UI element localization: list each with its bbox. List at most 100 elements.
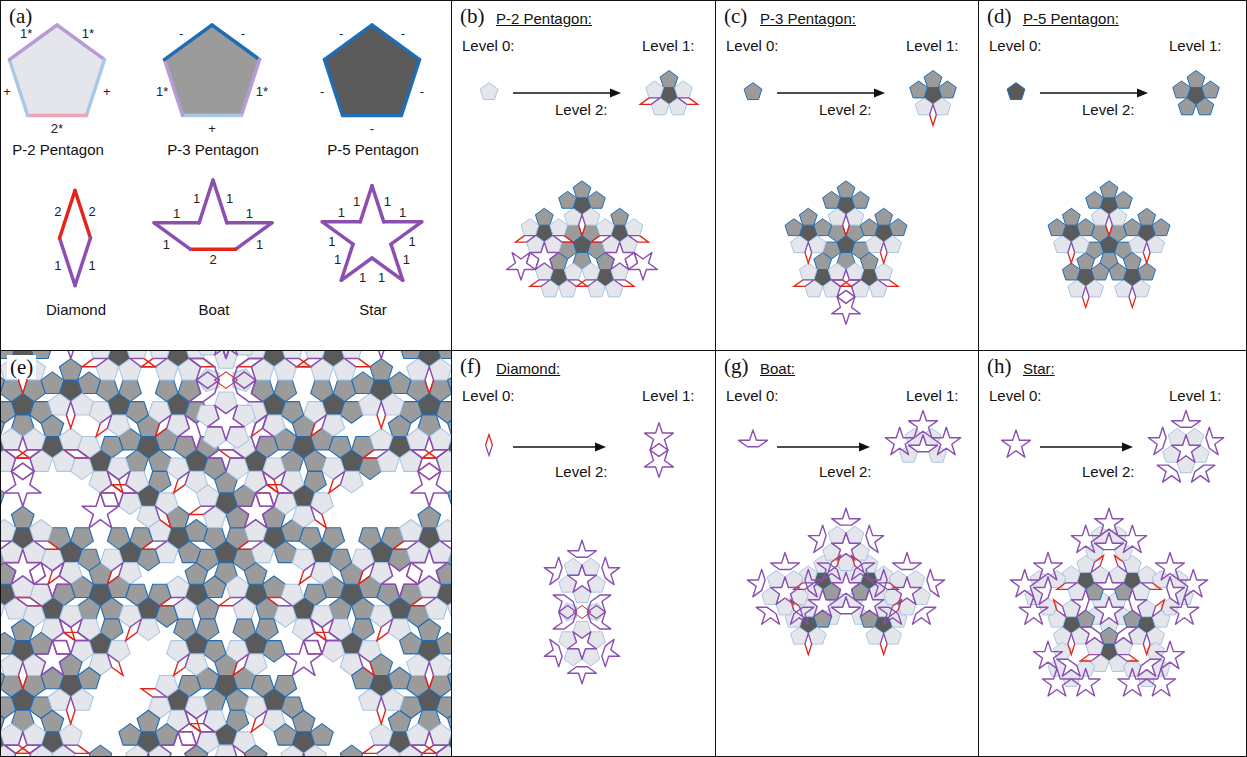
- pentagon-tile: [605, 280, 623, 297]
- legend-tiles: [9, 25, 421, 286]
- level-label: Level 1:: [906, 37, 959, 54]
- diamond-half: [27, 597, 41, 605]
- pentagon-tile: [418, 576, 441, 598]
- diamond-half: [66, 415, 75, 428]
- diamond-half: [1066, 583, 1077, 589]
- pentagon-tile: [744, 83, 762, 100]
- pentagon-tile: [148, 351, 171, 359]
- star-tile: [237, 493, 274, 528]
- pentagon-tile: [304, 745, 327, 756]
- pentagon-tile: [274, 359, 297, 381]
- diamond-half: [880, 644, 887, 654]
- diamond-half: [1129, 286, 1136, 296]
- diamond-half: [880, 242, 887, 252]
- pentagon-tile: [1077, 219, 1095, 236]
- arrow-head: [595, 443, 606, 452]
- arrow-head: [859, 443, 870, 452]
- edge-label: 1*: [20, 26, 32, 39]
- figure-panel: (g)Boat:Level 0:Level 1:Level 2:: [715, 350, 979, 757]
- diamond-half: [126, 627, 137, 640]
- diamond-half: [649, 98, 660, 104]
- figure-panel: (a)P-2 PentagonP-3 PentagonP-5 PentagonD…: [0, 0, 452, 351]
- diamond-half: [34, 541, 48, 549]
- diamond-half: [425, 380, 434, 393]
- level-tiling: [1148, 410, 1223, 482]
- star-tile: [52, 351, 89, 359]
- diamond-half: [141, 541, 155, 549]
- level-label: Level 0:: [726, 37, 779, 54]
- figure-panel: (b)P-2 Pentagon:Level 0:Level 1:Level 2:: [451, 0, 716, 351]
- edge-label: -: [179, 26, 183, 39]
- pentagon-tile: [1115, 638, 1133, 655]
- star-tile: [411, 437, 448, 472]
- diamond-half: [219, 597, 233, 605]
- boat-tile: [866, 525, 884, 552]
- boat-tile: [832, 508, 861, 525]
- pentagon-tile: [30, 520, 53, 542]
- pentagon-tile: [322, 528, 345, 550]
- pentagon-tile: [860, 219, 878, 236]
- pentagon-tile: [304, 471, 327, 493]
- boat-tile: [602, 639, 620, 666]
- boat-tile: [553, 595, 576, 612]
- diamond-half: [64, 450, 78, 458]
- pentagon-tile: [660, 71, 678, 88]
- boat-tile: [756, 607, 779, 624]
- pentagon-tile: [333, 359, 356, 381]
- edge-label: -: [320, 85, 324, 98]
- tile-body: [154, 180, 272, 249]
- boat-tile: [1157, 465, 1180, 482]
- pentagon-tile: [1100, 181, 1118, 198]
- pentagon-tile: [329, 549, 352, 571]
- diamond-half: [1156, 600, 1165, 610]
- boat-tile: [1129, 589, 1147, 616]
- pentagon-tile: [785, 219, 803, 236]
- pentagon-tile: [174, 619, 197, 641]
- pentagon-tile: [126, 402, 149, 424]
- pentagon-tile: [126, 745, 149, 756]
- edge-label: 1: [353, 194, 360, 207]
- pentagon-tile: [400, 351, 423, 359]
- diamond-half: [297, 359, 311, 367]
- diamond-half: [880, 634, 887, 644]
- diamond-half: [585, 280, 596, 286]
- diamond-half: [315, 514, 326, 527]
- star-tile: [1170, 597, 1199, 624]
- pentagon-tile: [521, 219, 539, 236]
- pentagon-tile: [541, 280, 559, 297]
- diamond-half: [1057, 606, 1066, 616]
- pentagon-tile: [1123, 219, 1141, 236]
- diamond-half: [363, 563, 374, 576]
- boat-tile: [927, 569, 945, 596]
- pentagon-tile: [910, 81, 928, 98]
- pentagon-tile: [41, 710, 64, 732]
- pentagon-tile: [352, 372, 375, 394]
- pentagon-tile: [359, 528, 382, 550]
- diamond-half: [486, 445, 493, 455]
- pentagon-tile: [377, 450, 400, 472]
- diamond-half: [160, 597, 174, 605]
- edge-label: 1: [403, 253, 410, 266]
- diamond-half: [425, 662, 434, 675]
- diamond-half: [189, 506, 203, 514]
- level-label: Level 0:: [462, 387, 515, 404]
- boat-tile: [893, 553, 922, 570]
- tile-edge: [154, 221, 199, 225]
- pentagon-tile: [805, 280, 823, 297]
- pentagon-tile: [1062, 263, 1080, 280]
- star-tile: [909, 410, 938, 437]
- pentagon-tile: [889, 219, 907, 236]
- diamond-half: [1, 541, 11, 549]
- tile-name: Diamond: [46, 301, 106, 318]
- boat-tile: [869, 569, 887, 596]
- pentagon-tile: [852, 191, 870, 208]
- diamond-half: [1080, 655, 1091, 661]
- diamond-half: [315, 627, 326, 640]
- tile-edge: [86, 60, 104, 116]
- diamond-half: [1143, 242, 1150, 252]
- diamond-half: [600, 236, 611, 242]
- edge-label: -: [370, 121, 374, 134]
- boat-tile: [251, 415, 274, 450]
- diamond-half: [539, 280, 550, 286]
- diamond-half: [1106, 215, 1113, 225]
